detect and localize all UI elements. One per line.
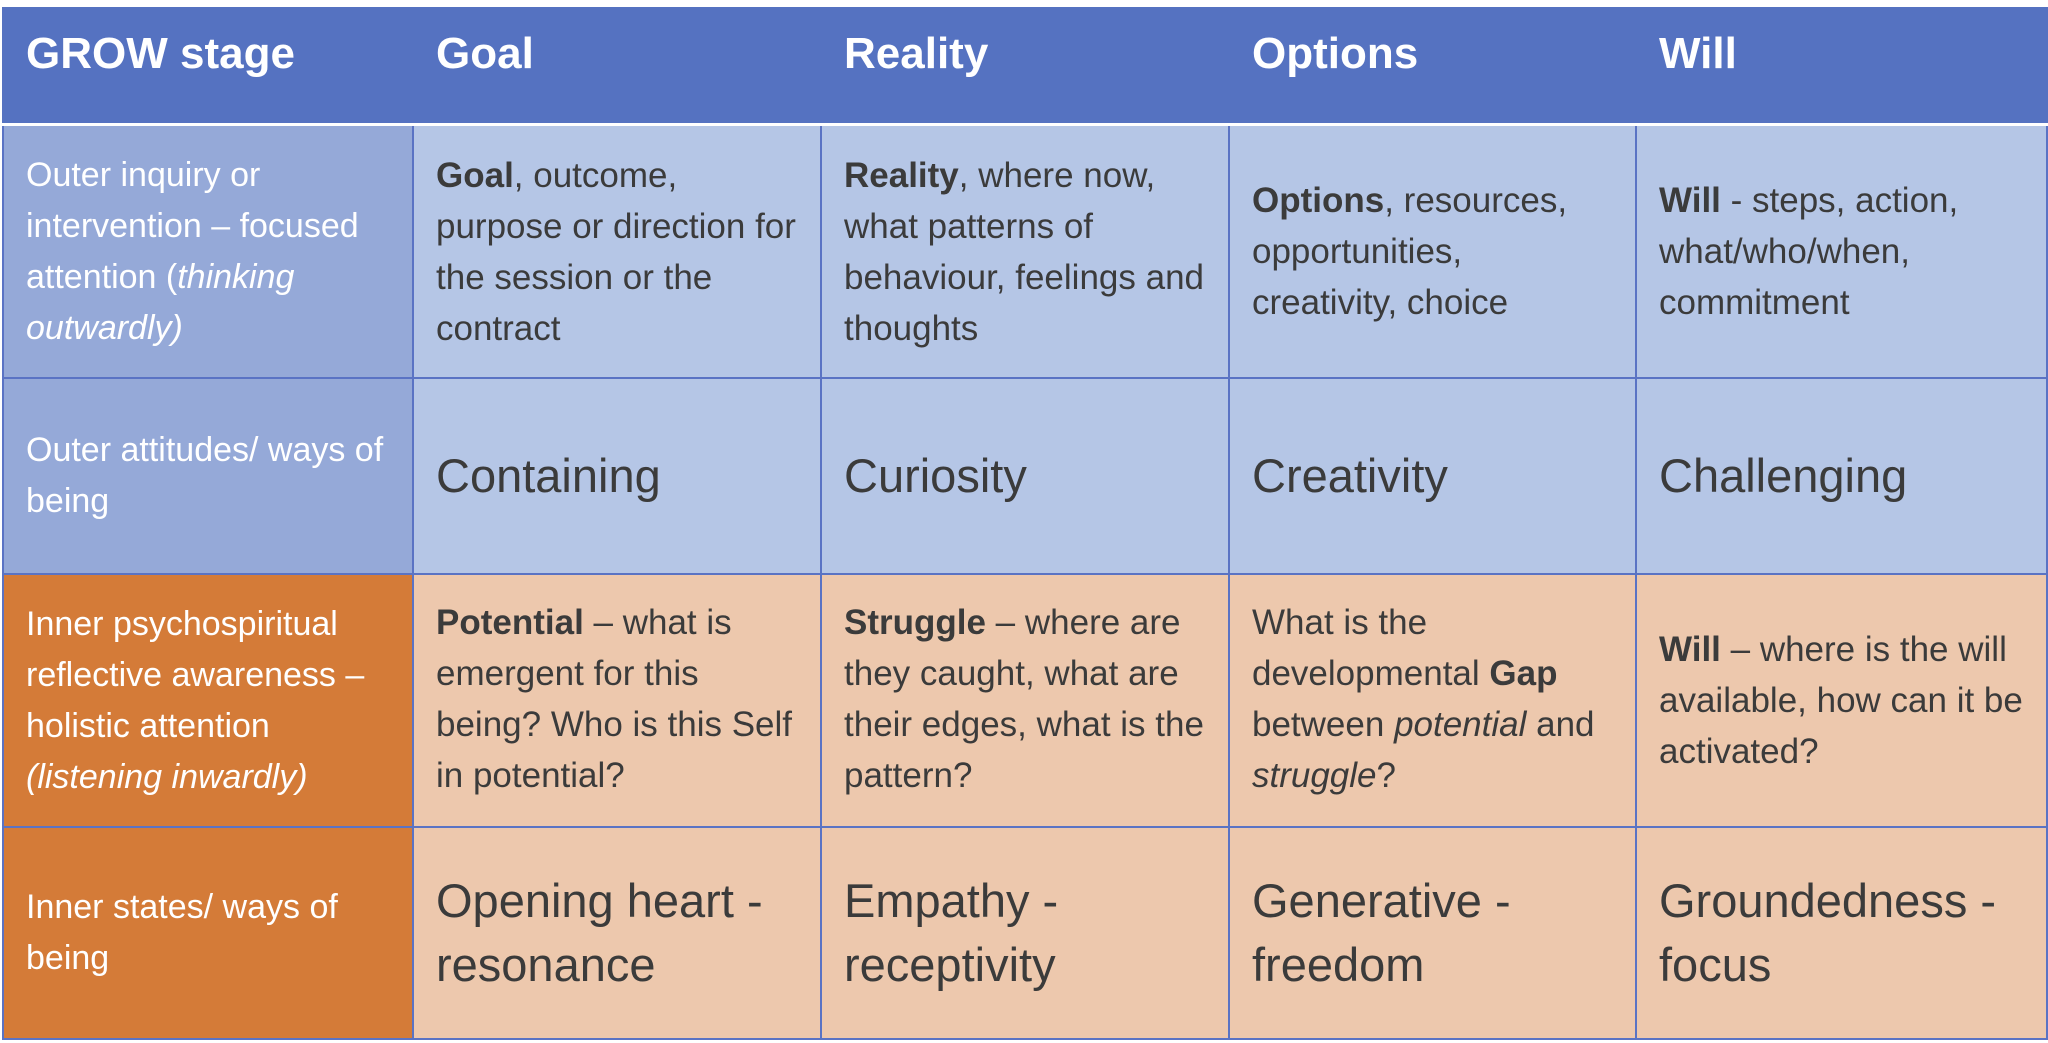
cell-outer-attitudes-goal: Containing [412,377,822,575]
cell-keyword: Goal [436,155,514,195]
cell-keyword: Struggle [844,603,986,642]
row-label-text: Outer inquiry or intervention – focused … [26,155,359,296]
cell-text: – what is emergent for this being? Who i… [436,603,793,795]
cell-inner-states-will: Groundedness - focus [1635,826,2048,1040]
cell-text: and [1526,705,1595,744]
header-grow-stage: GROW stage [2,7,414,126]
header-will: Will [1635,7,2048,126]
cell-text: , where now, what patterns of behaviour,… [844,155,1204,348]
cell-inner-awareness-reality: Struggle – where are they caught, what a… [820,573,1230,828]
cell-outer-inquiry-goal: Goal, outcome, purpose or direction for … [412,123,822,379]
cell-outer-inquiry-options: Options, resources, opportunities, creat… [1228,123,1637,379]
cell-inner-states-reality: Empathy - receptivity [820,826,1230,1040]
cell-keyword: Will [1659,180,1721,220]
cell-emphasis: potential [1394,705,1527,744]
cell-text: , outcome, purpose or direction for the … [436,155,796,348]
cell-text: - steps, action, what/who/when, commitme… [1659,180,1959,322]
row-label-inner-awareness: Inner psychospiritual reflective awarene… [2,573,414,828]
cell-inner-states-goal: Opening heart - resonance [412,826,822,1040]
table-row-inner-awareness: Inner psychospiritual reflective awarene… [2,573,2048,828]
cell-inner-awareness-will: Will – where is the will available, how … [1635,573,2048,828]
cell-inner-awareness-options: What is the developmental Gap between po… [1228,573,1637,828]
cell-outer-attitudes-reality: Curiosity [820,377,1230,575]
cell-keyword: Will [1659,630,1721,669]
cell-outer-inquiry-will: Will - steps, action, what/who/when, com… [1635,123,2048,379]
cell-keyword: Gap [1489,654,1558,693]
cell-text: – where is the will available, how can i… [1659,630,2023,771]
cell-text: ? [1376,756,1396,795]
table-row-outer-attitudes: Outer attitudes/ ways of being Containin… [2,377,2048,575]
cell-text: , resources, opportunities, creativity, … [1252,180,1568,322]
cell-keyword: Potential [436,603,584,642]
cell-keyword: Options [1252,180,1385,220]
row-label-inner-states: Inner states/ ways of being [2,826,414,1040]
header-row: GROW stage Goal Reality Options Will [2,7,2048,126]
cell-emphasis: struggle [1252,756,1377,795]
cell-keyword: Reality [844,155,959,195]
row-label-outer-attitudes: Outer attitudes/ ways of being [2,377,414,575]
table-row-outer-inquiry: Outer inquiry or intervention – focused … [2,123,2048,379]
header-options: Options [1228,7,1637,126]
row-label-italic: thinking outwardly) [26,257,295,347]
cell-outer-attitudes-will: Challenging [1635,377,2048,575]
row-label-text: Inner psychospiritual reflective awarene… [26,604,365,745]
cell-text: What is the developmental [1252,603,1490,693]
cell-outer-inquiry-reality: Reality, where now, what patterns of beh… [820,123,1230,379]
header-reality: Reality [820,7,1230,126]
cell-text: – where are they caught, what are their … [844,603,1204,795]
cell-inner-states-options: Generative - freedom [1228,826,1637,1040]
cell-inner-awareness-goal: Potential – what is emergent for this be… [412,573,822,828]
grow-model-table: GROW stage Goal Reality Options Will Out… [2,7,2048,1040]
header-goal: Goal [412,7,822,126]
row-label-italic: (listening inwardly) [26,757,308,796]
cell-outer-attitudes-options: Creativity [1228,377,1637,575]
cell-text: between [1252,705,1395,744]
table-row-inner-states: Inner states/ ways of being Opening hear… [2,826,2048,1040]
row-label-outer-inquiry: Outer inquiry or intervention – focused … [2,123,414,379]
